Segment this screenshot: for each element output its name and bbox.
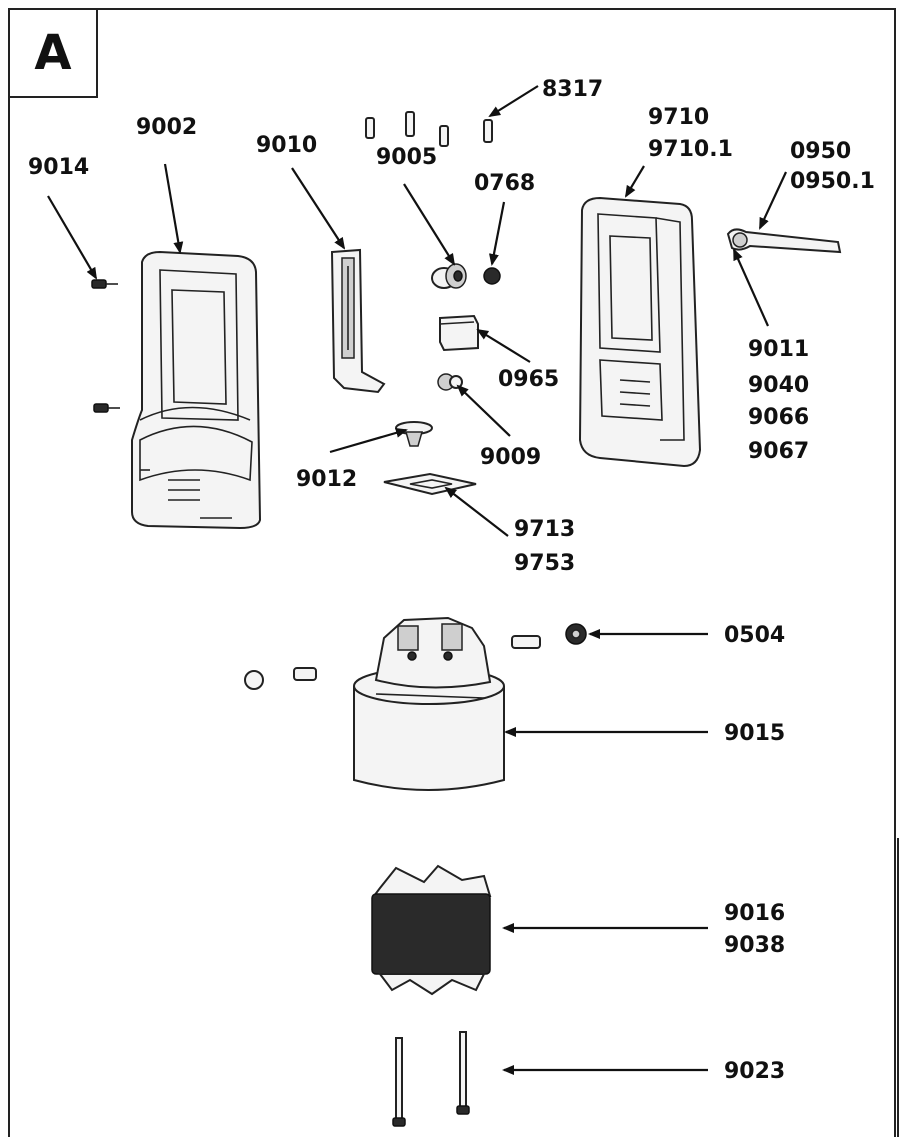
part-9016-armature — [371, 864, 492, 996]
label-9023: 9023 — [724, 1059, 785, 1084]
label-9005: 9005 — [376, 145, 437, 170]
part-motor-brush-left — [293, 667, 317, 681]
label-9010: 9010 — [256, 133, 317, 158]
arrow-9002 — [163, 163, 184, 254]
part-9014-screw-top — [91, 279, 118, 289]
label-9009: 9009 — [480, 445, 541, 470]
arrow-0768 — [488, 201, 506, 266]
label-0768: 0768 — [474, 171, 535, 196]
arrow-9014 — [47, 195, 98, 280]
part-9005-knob — [431, 263, 467, 289]
label-9710: 9710 — [648, 105, 709, 130]
label-9014: 9014 — [28, 155, 89, 180]
part-9015-motor — [353, 616, 505, 791]
part-9009-knob — [437, 373, 463, 391]
label-9015: 9015 — [724, 721, 785, 746]
part-0768-cap — [483, 267, 501, 285]
label-0504: 0504 — [724, 623, 785, 648]
label-9002: 9002 — [136, 115, 197, 140]
label-9038: 9038 — [724, 933, 785, 958]
section-letter-box: A — [8, 8, 98, 98]
label-9067: 9067 — [748, 439, 809, 464]
part-motor-cap-left — [244, 670, 264, 690]
part-9023-screws — [392, 1031, 470, 1127]
arrow-8317 — [488, 85, 539, 118]
arrow-9010 — [291, 167, 346, 250]
arrow-9009 — [456, 384, 511, 437]
label-9011: 9011 — [748, 337, 809, 362]
label-9713: 9713 — [514, 517, 575, 542]
diagram-frame — [8, 8, 896, 1137]
part-9010-bracket — [330, 248, 386, 394]
arrow-9710 — [624, 165, 645, 198]
part-0965-block — [439, 314, 479, 352]
part-motor-brush-right — [511, 635, 541, 649]
part-8317-pins — [365, 111, 493, 147]
label-0950: 0950 — [790, 139, 851, 164]
part-0504-cap — [565, 623, 587, 645]
part-9014-screw-bottom — [93, 403, 120, 413]
label-9710-1: 9710.1 — [648, 137, 733, 162]
label-8317: 8317 — [542, 77, 603, 102]
label-9753: 9753 — [514, 551, 575, 576]
arrow-0950 — [759, 171, 787, 230]
part-9002-housing — [131, 250, 262, 530]
section-letter: A — [34, 25, 72, 81]
part-9012-button — [395, 421, 433, 447]
arrow-0965 — [476, 328, 531, 363]
part-0950-rod — [726, 228, 842, 254]
label-9066: 9066 — [748, 405, 809, 430]
label-9016: 9016 — [724, 901, 785, 926]
label-0965: 0965 — [498, 367, 559, 392]
arrow-9005 — [403, 183, 456, 266]
arrow-9011 — [732, 248, 770, 327]
right-edge-mark — [897, 838, 904, 1137]
label-9040: 9040 — [748, 373, 809, 398]
label-9012: 9012 — [296, 467, 357, 492]
label-0950-1: 0950.1 — [790, 169, 875, 194]
part-9710-housing — [578, 196, 702, 468]
arrow-9012 — [329, 427, 408, 454]
part-9713-plate — [383, 472, 477, 496]
arrow-9713 — [444, 486, 509, 537]
